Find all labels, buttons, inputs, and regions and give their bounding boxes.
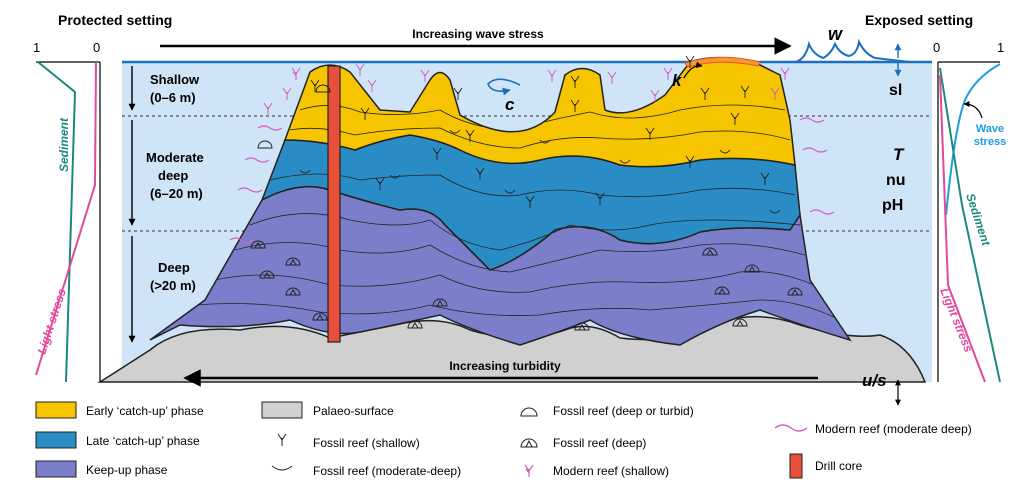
factor-sl: sl bbox=[889, 82, 902, 99]
legend-late-swatch bbox=[35, 431, 77, 449]
legend-keepup-swatch bbox=[35, 460, 77, 478]
factor-w: w bbox=[828, 24, 843, 44]
early-catch-up-phase-layer bbox=[283, 56, 796, 168]
legend-modern-shallow-label: Modern reef (shallow) bbox=[553, 464, 669, 478]
zone-moderate-label-2: deep bbox=[158, 168, 188, 183]
legend-fossil-deep-label: Fossil reef (deep) bbox=[553, 436, 646, 450]
legend-palaeo-swatch bbox=[261, 401, 303, 419]
c-current-arrow bbox=[487, 78, 521, 96]
left-light-label: Light stress bbox=[35, 287, 69, 356]
right-wave-pointer bbox=[963, 101, 983, 119]
legend-fossil-moderate-label: Fossil reef (moderate-deep) bbox=[313, 464, 461, 478]
zone-shallow-label: Shallow bbox=[150, 72, 200, 87]
factor-T: T bbox=[893, 145, 905, 164]
legend-fossil-shallow-icon bbox=[277, 433, 287, 446]
right-profile-chart: 0 1 Wave stress Sediment Light stress bbox=[933, 40, 1006, 383]
legend-early-swatch bbox=[35, 401, 77, 419]
legend-late-label: Late ‘catch-up’ phase bbox=[86, 434, 200, 448]
waves bbox=[794, 38, 911, 63]
right-wave-label: Wave bbox=[976, 123, 1004, 135]
legend-modern-moderate-label: Modern reef (moderate deep) bbox=[815, 422, 972, 436]
wave-stress-label: Increasing wave stress bbox=[412, 27, 544, 41]
right-sediment-label: Sediment bbox=[963, 192, 993, 249]
left-tick-high: 1 bbox=[33, 40, 40, 55]
right-tick-low: 0 bbox=[933, 40, 940, 55]
fossil-reef-shallow-symbols bbox=[310, 55, 770, 208]
protected-setting-heading: Protected setting bbox=[58, 12, 172, 28]
legend-fossil-deep-icon bbox=[520, 438, 538, 448]
zone-moderate-range: (6–20 m) bbox=[150, 186, 203, 201]
zone-deep-label: Deep bbox=[158, 260, 190, 275]
left-light-curve bbox=[35, 61, 97, 376]
legend-fossil-turbid-icon bbox=[520, 407, 538, 417]
modern-reef-shallow-symbols bbox=[263, 63, 790, 115]
left-profile-chart: 1 0 Sediment Light stress bbox=[33, 40, 101, 383]
right-wave-label-2: stress bbox=[974, 136, 1006, 148]
factor-k: k bbox=[672, 71, 683, 90]
drill-core bbox=[327, 65, 341, 343]
legend-drill-label: Drill core bbox=[815, 459, 863, 473]
turbidity-label: Increasing turbidity bbox=[449, 359, 561, 373]
right-tick-high: 1 bbox=[997, 40, 1004, 55]
zone-deep-range: (>20 m) bbox=[150, 278, 196, 293]
legend-drill-swatch bbox=[789, 453, 803, 479]
modern-reef-moderate-symbols bbox=[229, 117, 835, 243]
right-sediment-curve bbox=[939, 67, 1001, 383]
exposed-setting-heading: Exposed setting bbox=[865, 12, 973, 28]
fossil-reef-deep-symbols bbox=[250, 240, 803, 331]
left-tick-low: 0 bbox=[93, 40, 100, 55]
factor-us: u/s bbox=[862, 371, 887, 390]
factor-nu: nu bbox=[886, 172, 906, 189]
right-light-curve bbox=[939, 74, 986, 383]
fossil-reef-turbid-symbols bbox=[257, 84, 331, 149]
factor-c: c bbox=[505, 95, 515, 114]
legend-modern-shallow-icon bbox=[524, 464, 534, 477]
legend-palaeo-label: Palaeo-surface bbox=[313, 404, 394, 418]
left-sediment-label: Sediment bbox=[57, 117, 71, 172]
k-arrow bbox=[683, 61, 703, 79]
zone-moderate-label: Moderate bbox=[146, 150, 204, 165]
left-sediment-curve bbox=[37, 61, 77, 383]
legend-fossil-shallow-label: Fossil reef (shallow) bbox=[313, 436, 420, 450]
legend: Early ‘catch-up’ phase Late ‘catch-up’ p… bbox=[35, 401, 972, 479]
legend-modern-moderate-icon bbox=[774, 424, 808, 432]
right-light-label: Light stress bbox=[937, 286, 976, 355]
factor-pH: pH bbox=[882, 197, 903, 214]
legend-fossil-turbid-label: Fossil reef (deep or turbid) bbox=[553, 404, 694, 418]
legend-fossil-moderate-icon bbox=[271, 465, 293, 471]
zone-shallow-range: (0–6 m) bbox=[150, 90, 196, 105]
legend-keepup-label: Keep-up phase bbox=[86, 463, 168, 477]
fossil-reef-moderate-symbols bbox=[299, 129, 781, 214]
legend-early-label: Early ‘catch-up’ phase bbox=[86, 404, 204, 418]
